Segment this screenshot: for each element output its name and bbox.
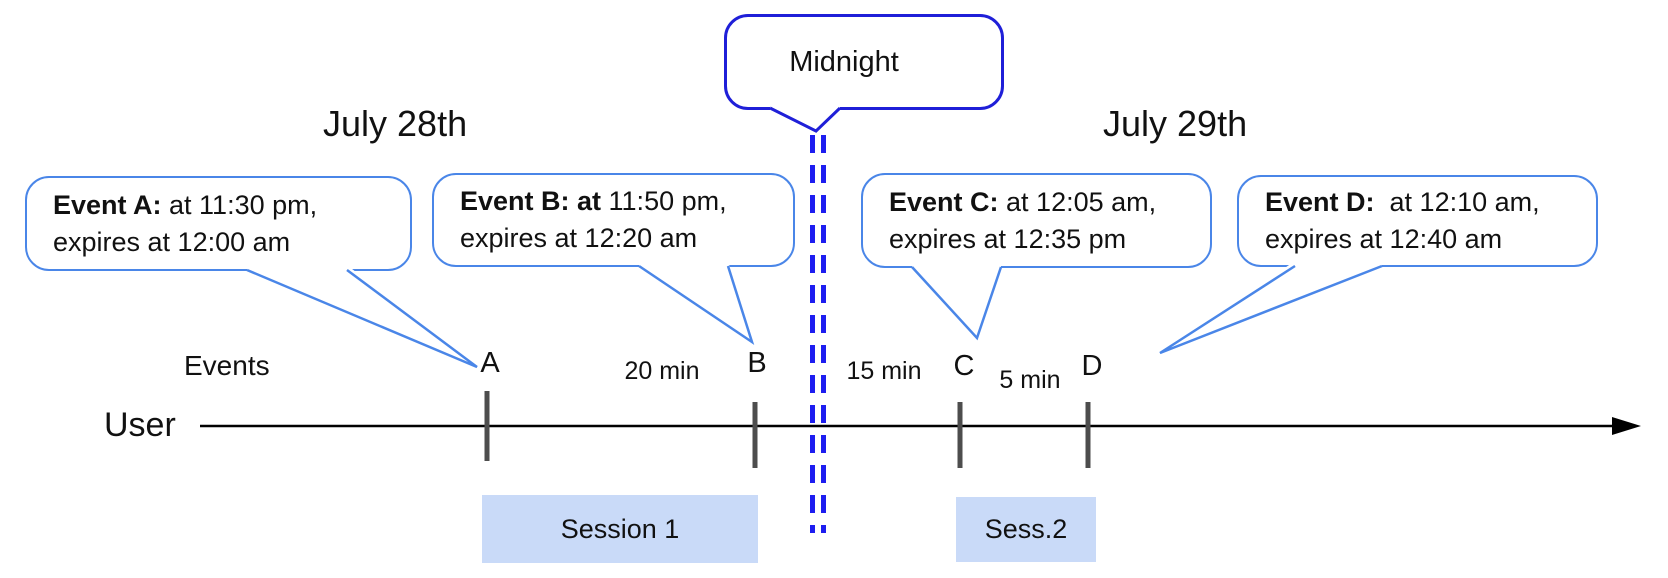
event-mark-d: D <box>1081 350 1103 382</box>
callout-b-time: 11:50 pm, <box>601 186 727 216</box>
session-2-box: Sess.2 <box>956 497 1096 562</box>
user-timeline-axis <box>200 417 1641 435</box>
callout-event-d: Event D: at 12:10 am, expires at 12:40 a… <box>1237 175 1598 267</box>
event-mark-a: A <box>480 347 500 379</box>
callout-d-time: at 12:10 am, <box>1374 187 1540 217</box>
callout-event-a: Event A: at 11:30 pm, expires at 12:00 a… <box>25 176 412 271</box>
callout-b-expiry: expires at 12:20 am <box>460 223 698 253</box>
callout-c-time: at 12:05 am, <box>998 186 1157 217</box>
session-1-label: Session 1 <box>560 513 680 544</box>
callout-b-tail <box>638 261 755 346</box>
interval-label-15min: 15 min <box>846 357 922 385</box>
session-2-label: Sess.2 <box>984 514 1068 544</box>
callout-a-title: Event A: <box>53 189 162 220</box>
session-1-box: Session 1 <box>482 495 758 563</box>
callout-a-tail <box>246 265 478 369</box>
date-label-july-28: July 28th <box>323 103 468 144</box>
midnight-callout-bubble: Midnight <box>724 14 1004 110</box>
callout-b-title: Event B: at <box>460 186 602 216</box>
callout-d-expiry: expires at 12:40 am <box>1265 224 1503 254</box>
callout-d-title: Event D: <box>1265 187 1375 217</box>
callout-a-expiry: expires at 12:00 am <box>53 226 291 257</box>
callout-a-time: at 11:30 pm, <box>161 189 318 220</box>
midnight-dashed-line <box>810 135 826 533</box>
user-axis-label: User <box>104 406 176 444</box>
callout-event-c: Event C: at 12:05 am, expires at 12:35 p… <box>861 173 1212 268</box>
event-mark-c: C <box>953 350 975 382</box>
interval-label-20min: 20 min <box>624 357 700 385</box>
callout-d-tail <box>1159 261 1383 355</box>
callout-c-title: Event C: <box>889 186 999 217</box>
axis-arrowhead-icon <box>1612 417 1641 435</box>
callout-event-b: Event B: at 11:50 pm, expires at 12:20 a… <box>432 173 795 267</box>
event-mark-b: B <box>747 347 767 379</box>
callout-c-expiry: expires at 12:35 pm <box>889 223 1127 254</box>
callout-c-tail <box>911 262 1003 341</box>
date-label-july-29: July 29th <box>1103 103 1248 144</box>
interval-label-5min: 5 min <box>999 366 1061 394</box>
midnight-label: Midnight <box>789 45 899 78</box>
events-row-label: Events <box>184 350 270 381</box>
